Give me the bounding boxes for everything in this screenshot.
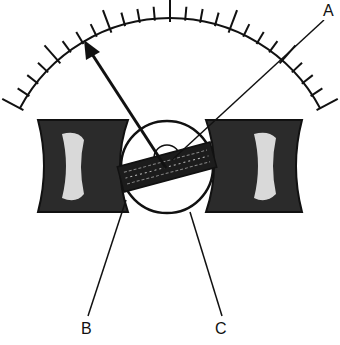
scale-tick — [154, 7, 155, 21]
scale-tick — [292, 63, 302, 73]
scale-tick — [121, 13, 125, 26]
scale-tick — [257, 32, 264, 44]
left-magnet — [38, 120, 128, 212]
scale-arc — [20, 18, 320, 108]
left-magnet-shade — [62, 133, 84, 200]
part-label: B — [80, 320, 93, 338]
pointer — [92, 54, 166, 168]
scale-tick — [18, 88, 30, 96]
scale-tick — [311, 88, 323, 96]
scale-tick — [185, 7, 186, 21]
part-label: C — [214, 320, 228, 338]
leader-line — [172, 20, 324, 160]
scale-tick — [91, 24, 97, 37]
meter-scale — [2, 0, 338, 110]
scale-tick — [215, 13, 219, 26]
scale-tick — [229, 10, 237, 32]
leader-line — [190, 212, 222, 316]
scale-tick — [137, 9, 140, 23]
pointer-head — [84, 40, 100, 60]
scale-tick — [243, 24, 249, 37]
scale-tick — [76, 32, 83, 44]
scale-tick — [63, 41, 71, 52]
right-magnet-shade — [254, 133, 276, 201]
scale-tick — [27, 75, 38, 84]
scale-tick — [169, 0, 171, 22]
scale-tick — [317, 99, 338, 110]
scale-tick — [38, 63, 48, 73]
scale-tick — [302, 75, 313, 84]
leader-line — [88, 200, 126, 316]
part-label: A — [322, 2, 335, 20]
right-magnet — [206, 120, 302, 212]
scale-tick — [2, 99, 23, 110]
scale-tick — [103, 10, 111, 32]
scale-tick — [45, 45, 61, 63]
scale-tick — [269, 41, 277, 52]
scale-tick — [200, 9, 203, 23]
